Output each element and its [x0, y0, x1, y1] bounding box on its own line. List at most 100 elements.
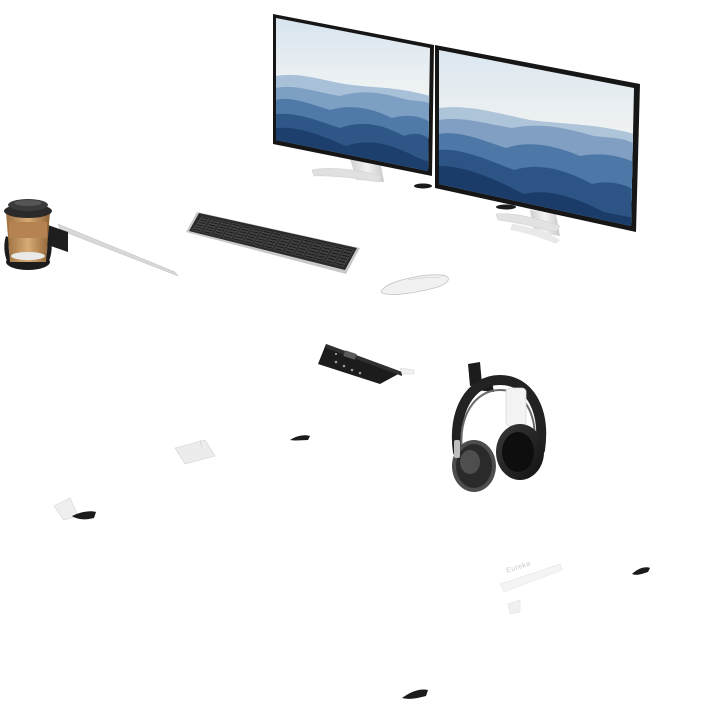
keyboard-key: [210, 218, 221, 223]
keyboard-key: [234, 235, 245, 240]
keyboard: [186, 212, 360, 274]
keyboard-key: [305, 252, 317, 257]
keyboard-key: [214, 230, 225, 235]
keyboard-key: [261, 229, 272, 235]
keyboard-key: [227, 227, 238, 233]
keyboard-key: [334, 262, 345, 267]
keyboard-key: [324, 259, 335, 265]
keyboard-key: [336, 259, 347, 264]
keyboard-key: [285, 247, 296, 252]
keyboard-key: [237, 230, 248, 235]
keyboard-key: [342, 250, 353, 256]
keyboard-key: [202, 230, 213, 235]
keyboard-key: [212, 232, 223, 238]
keyboard-key: [292, 236, 303, 242]
keyboard-key: [340, 253, 351, 259]
keyboard-key: [200, 216, 211, 221]
keyboard-key: [242, 240, 253, 245]
keyboard-key: [266, 239, 277, 245]
keyboard-key: [215, 228, 226, 233]
desk-foot-pad: [72, 511, 96, 520]
keyboard-key: [224, 232, 235, 238]
keyboard-key: [260, 232, 271, 237]
keyboard-key: [314, 257, 325, 262]
keyboard-key: [323, 243, 334, 248]
keyboard-key: [280, 237, 291, 242]
keyboard-key: [229, 225, 240, 230]
keyboard-key: [203, 228, 214, 233]
keyboard-key: [268, 237, 279, 242]
keyboard-key: [272, 232, 283, 237]
keyboard-key: [309, 246, 320, 252]
desk-foot-pad: [402, 689, 428, 699]
desk-foot-pad: [632, 567, 650, 575]
keyboard-key: [289, 241, 300, 247]
keyboard-key: [304, 254, 315, 260]
keyboard-key: [293, 252, 305, 257]
keyboard-key: [278, 239, 289, 244]
keyboard-key: [239, 227, 250, 233]
keyboard-key: [258, 234, 269, 240]
left-monitor: [273, 14, 434, 189]
keyboard-key: [316, 254, 327, 259]
keyboard-key: [338, 256, 349, 261]
keyboard-key: [326, 256, 337, 262]
keyboard-key: [256, 237, 267, 242]
keyboard-key: [246, 235, 257, 240]
keyboard-key: [282, 234, 293, 239]
keyboard-key: [219, 223, 230, 228]
keyboard-key: [249, 230, 260, 235]
keyboard-key: [273, 247, 284, 252]
keyboard-key: [283, 249, 294, 255]
keyboard-key: [331, 248, 342, 253]
height-control-panel: [318, 344, 415, 384]
keyboard-key: [231, 223, 242, 228]
keyboard-key: [311, 243, 322, 249]
keyboard-key: [225, 230, 236, 235]
keyboard-key: [277, 242, 288, 247]
desk-foot-pad: [290, 435, 310, 441]
keyboard-key: [205, 225, 216, 230]
keyboard-key: [265, 242, 276, 247]
mouse: [380, 274, 449, 295]
keyboard-key: [333, 245, 344, 251]
keyboard-key: [207, 223, 218, 228]
keyboard-key: [195, 223, 206, 228]
keyboard-key: [244, 237, 255, 242]
right-monitor: [435, 45, 640, 244]
keyboard-key: [241, 225, 252, 230]
keyboard-key: [302, 238, 313, 244]
keyboard-key: [275, 244, 286, 250]
keyboard-key: [253, 242, 264, 247]
keyboard-key: [217, 225, 228, 230]
keyboard-key: [287, 244, 298, 249]
keyboard-key: [236, 232, 247, 238]
keyboard-key: [328, 254, 339, 259]
keyboard-key: [297, 247, 308, 252]
keyboard-key: [254, 240, 265, 245]
right-monitor-stand: [495, 204, 561, 244]
keyboard-key: [193, 225, 204, 230]
keyboard-key: [208, 220, 219, 226]
keyboard-key: [343, 248, 355, 253]
keyboard-key: [248, 232, 259, 237]
keyboard-key: [220, 220, 231, 225]
keyboard-key: [329, 251, 341, 256]
desk-frame: [53, 435, 650, 699]
keyboard-key: [251, 227, 262, 232]
headphones: [451, 374, 547, 492]
keyboard-key: [198, 218, 209, 223]
keyboard-key: [307, 249, 318, 254]
keyboard-key: [313, 241, 324, 246]
keyboard-key: [222, 235, 233, 240]
keyboard-key: [301, 241, 312, 246]
keyboard-key: [232, 237, 243, 243]
keyboard-key: [270, 234, 281, 240]
keyboard-key: [290, 239, 301, 244]
keyboard-key: [319, 249, 330, 254]
keyboard-key: [191, 227, 202, 233]
coffee-cup: [4, 199, 52, 262]
keyboard-key: [317, 251, 329, 257]
keyboard-keys: [191, 216, 355, 267]
